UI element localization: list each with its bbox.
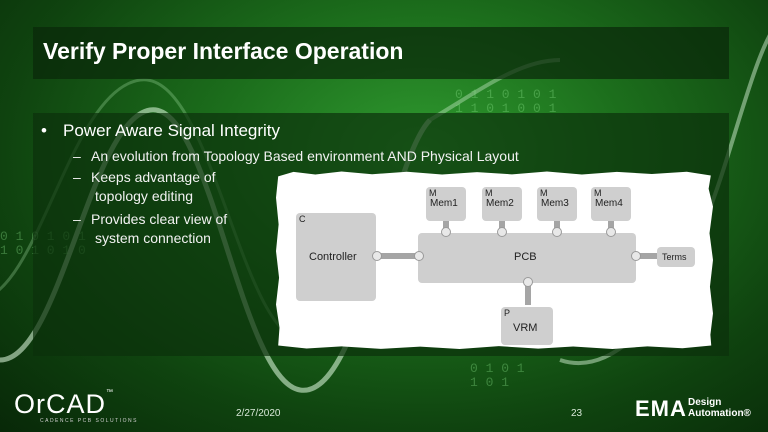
ema-logo: EMA	[635, 396, 687, 421]
mem2-block[interactable]: M Mem2	[482, 187, 522, 221]
footer-page-number: 23	[571, 408, 583, 419]
pcb-right-connector[interactable]	[631, 251, 641, 261]
controller-block[interactable]: C Controller	[296, 213, 376, 301]
topology-diagram: C Controller PCB M Mem1 M Mem2 M Mem3 M	[276, 171, 713, 349]
mem1-block[interactable]: M Mem1	[426, 187, 466, 221]
mem4-label: Mem4	[595, 198, 623, 209]
pcb-block[interactable]: PCB	[418, 233, 636, 283]
bullet-main-text: Power Aware Signal Integrity	[63, 121, 281, 140]
footer-date: 2/27/2020	[236, 408, 281, 419]
bullet-dot: •	[41, 121, 47, 140]
dash: –	[73, 211, 81, 227]
sub-bullet-2-line2: topology editing	[95, 188, 194, 204]
slide-title: Verify Proper Interface Operation	[43, 38, 404, 64]
wire-pcb-vrm	[525, 283, 531, 305]
sub-bullet-1-text: An evolution from Topology Based environ…	[91, 148, 519, 164]
orcad-logo-text: OrCAD	[14, 389, 106, 419]
sub-bullet-1: –An evolution from Topology Based enviro…	[73, 147, 519, 166]
sub-bullet-2: –Keeps advantage of topology editing	[73, 168, 216, 206]
wire-controller-pcb	[380, 253, 420, 259]
controller-label: Controller	[309, 251, 357, 263]
sub-bullet-3-line1: Provides clear view of	[91, 211, 228, 227]
orcad-subtitle: CADENCE PCB SOLUTIONS	[40, 418, 138, 424]
sub-bullet-2-line1: Keeps advantage of	[91, 169, 216, 185]
ema-logo-line1: Design	[688, 397, 722, 408]
terms-block[interactable]: Terms	[657, 247, 695, 267]
mem2-label: Mem2	[486, 198, 514, 209]
mem4-tag: M	[594, 188, 602, 198]
sub-bullet-3: –Provides clear view of system connectio…	[73, 210, 227, 248]
orcad-tm: ™	[106, 389, 114, 396]
title-bar: Verify Proper Interface Operation	[33, 27, 729, 79]
pcb-mem3-connector[interactable]	[552, 227, 562, 237]
pcb-mem4-connector[interactable]	[606, 227, 616, 237]
mem3-tag: M	[540, 188, 548, 198]
vrm-tag: P	[504, 308, 511, 318]
wire-pcb-terms	[638, 253, 658, 259]
sub-bullet-3-line2: system connection	[95, 230, 211, 246]
mem2-tag: M	[485, 188, 493, 198]
controller-tag: C	[299, 214, 306, 224]
ema-logo-subtitle: Design Automation®	[688, 397, 751, 419]
binary-digits-decoration: 0 1 1 0 1 0 1 1 1 0 1 0 0 1	[455, 87, 557, 116]
bullet-main: • Power Aware Signal Integrity	[41, 121, 280, 141]
mem1-tag: M	[429, 188, 437, 198]
dash: –	[73, 148, 81, 164]
mem3-label: Mem3	[541, 198, 569, 209]
controller-connector[interactable]	[372, 251, 382, 261]
pcb-mem1-connector[interactable]	[441, 227, 451, 237]
mem3-block[interactable]: M Mem3	[537, 187, 577, 221]
mem1-label: Mem1	[430, 198, 458, 209]
pcb-left-connector[interactable]	[414, 251, 424, 261]
vrm-label: VRM	[513, 322, 538, 334]
vrm-block[interactable]: P VRM	[501, 307, 553, 345]
terms-label: Terms	[662, 252, 687, 262]
dash: –	[73, 169, 81, 185]
pcb-label: PCB	[514, 251, 537, 263]
binary-digits-decoration: 0 1 0 1 1 0 1	[470, 361, 525, 390]
pcb-bottom-connector[interactable]	[523, 277, 533, 287]
mem4-block[interactable]: M Mem4	[591, 187, 631, 221]
ema-logo-line2: Automation®	[688, 408, 751, 419]
pcb-mem2-connector[interactable]	[497, 227, 507, 237]
orcad-logo: OrCAD™	[14, 389, 114, 420]
